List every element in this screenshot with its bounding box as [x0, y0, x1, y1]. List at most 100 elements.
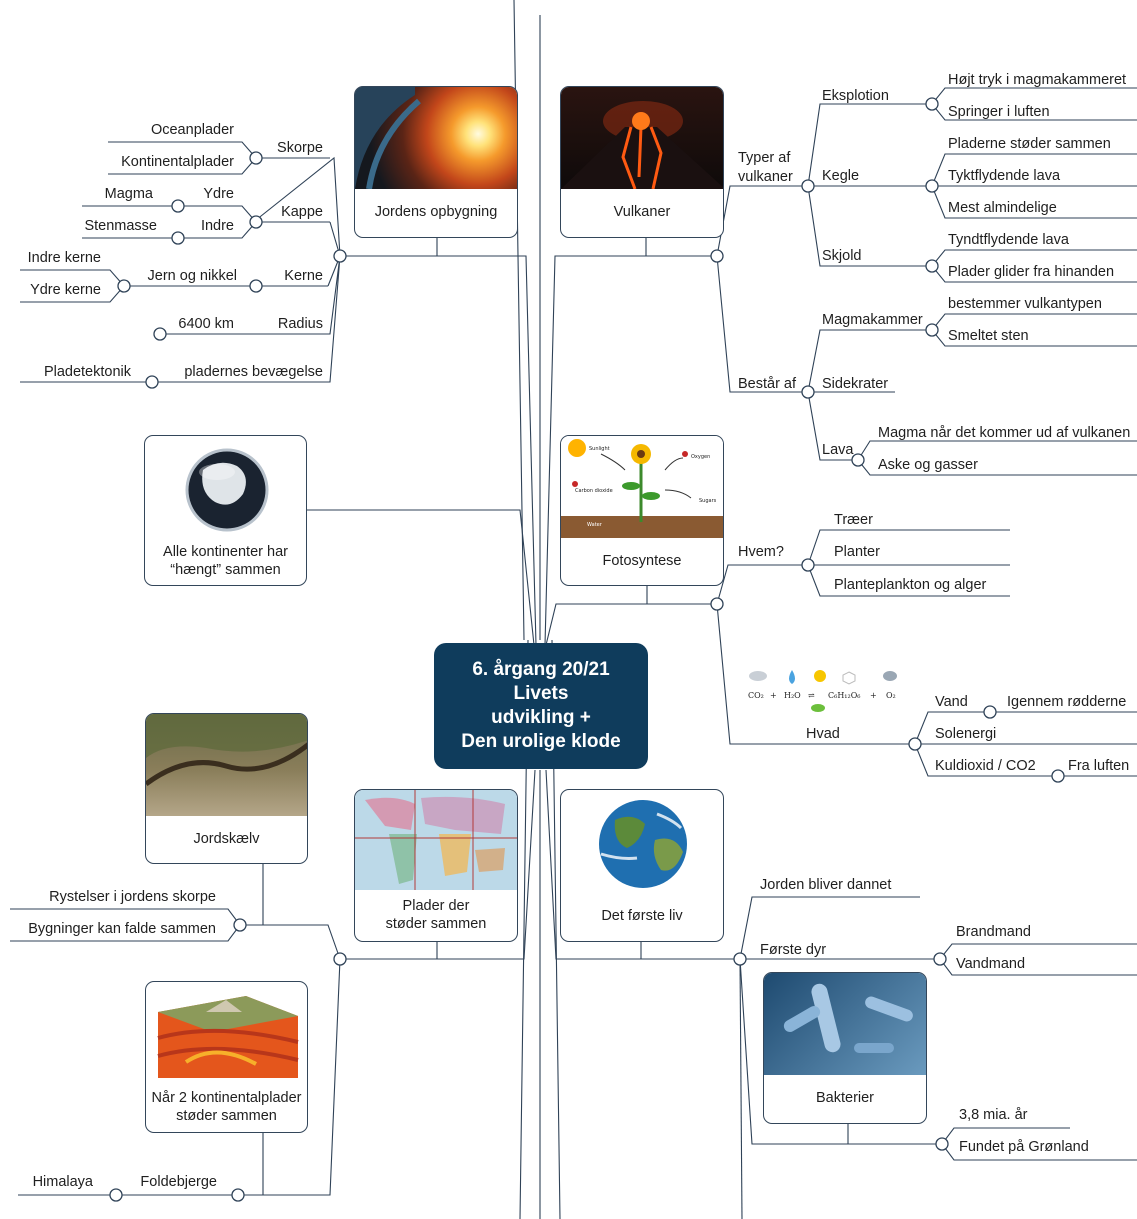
card-bakterier[interactable]: Bakterier [763, 972, 927, 1124]
card-jordens-opbygning[interactable]: Jordens opbygning [354, 86, 518, 238]
label-vand: Vand [935, 694, 968, 710]
label-planter: Planter [834, 544, 880, 560]
junction-node [925, 323, 939, 337]
junction-node [908, 737, 922, 751]
label-magmakammer: Magmakammer [822, 312, 923, 328]
label-mia-aar: 3,8 mia. år [959, 1107, 1028, 1123]
label-magma-naar: Magma når det kommer ud af vulkanen [878, 425, 1131, 441]
label-hvem: Hvem? [738, 544, 784, 560]
junction-node [249, 279, 263, 293]
earthquake-image [146, 714, 307, 816]
label-bestemmer: bestemmer vulkantypen [948, 296, 1102, 312]
central-line-4: Den urolige klode [461, 731, 621, 752]
junction-node [109, 1188, 123, 1202]
label-6400-km: 6400 km [178, 316, 234, 332]
caption-line-1: Plader der [402, 898, 470, 914]
card-caption: Jordskælv [193, 831, 260, 847]
label-indre-kerne: Indre kerne [27, 250, 101, 266]
eq-glucose: C₆H₁₂O₆ [828, 691, 860, 700]
eq-plus-2: + [870, 691, 877, 700]
label-fra-luften: Fra luften [1068, 758, 1130, 774]
label-ydre: Ydre [203, 186, 234, 202]
photo-label-sugars: Sugars [699, 498, 717, 504]
earth-globe-image [561, 790, 723, 892]
label-eksplotion: Eksplotion [822, 88, 889, 104]
junction-node [145, 375, 159, 389]
central-line-2: Livets [513, 683, 569, 704]
label-ydre-kerne: Ydre kerne [30, 282, 101, 298]
junction-node [710, 597, 724, 611]
label-forste-dyr: Første dyr [760, 942, 827, 958]
label-foldebjerge: Foldebjerge [140, 1174, 217, 1190]
volcano-image [561, 87, 723, 190]
card-jordskaelv[interactable]: Jordskælv [145, 713, 308, 864]
junction-node [851, 453, 865, 467]
label-hvad: Hvad [806, 726, 840, 742]
label-jorden-dannet: Jorden bliver dannet [760, 877, 892, 893]
card-caption: Vulkaner [613, 204, 671, 220]
card-plader-stoder[interactable]: Plader der støder sammen [354, 789, 518, 942]
label-hojt-tryk: Højt tryk i magmakammeret [948, 72, 1127, 88]
junction-node [333, 952, 347, 966]
card-caption: Plader der støder sammen [355, 889, 517, 941]
card-vulkaner[interactable]: Vulkaner [560, 86, 724, 238]
label-kontinentalplader: Kontinentalplader [121, 154, 234, 170]
label-radius: Radius [277, 316, 323, 332]
photo-label-sunlight: Sunlight [589, 446, 610, 452]
card-caption: Fotosyntese [602, 553, 682, 569]
caption-line-2: støder sammen [385, 916, 487, 932]
card-caption: Jordens opbygning [374, 204, 498, 220]
label-oceanplader: Oceanplader [150, 122, 234, 138]
label-springer: Springer i luften [948, 104, 1050, 120]
label-pladetektonik: Pladetektonik [43, 364, 131, 380]
label-magma: Magma [104, 186, 153, 202]
card-fotosyntese[interactable]: Sunlight Carbon dioxide Oxygen Sugars Wa… [560, 435, 724, 586]
label-pladernes-bevaegelse: pladernes bevægelse [184, 364, 323, 380]
tectonic-map-image [355, 790, 517, 890]
junction-node [1051, 769, 1065, 783]
label-bygninger: Bygninger kan falde sammen [28, 921, 216, 937]
photosynthesis-equation: CO₂ + H₂O ⇌ C₆H₁₂O₆ + O₂ [742, 668, 912, 718]
photo-label-carbon-dioxide: Carbon dioxide [575, 488, 613, 494]
card-kontinentalplader[interactable]: Når 2 kontinentalplader støder sammen [145, 981, 308, 1133]
label-skjold: Skjold [822, 248, 862, 264]
label-typer-line-2: vulkaner [738, 169, 793, 185]
label-planteplankton: Planteplankton og alger [834, 577, 987, 593]
label-aske-og-gasser: Aske og gasser [878, 457, 978, 473]
photosynthesis-image: Sunlight Carbon dioxide Oxygen Sugars Wa… [561, 436, 723, 538]
junction-node [233, 918, 247, 932]
central-topic[interactable]: 6. årgang 20/21 Livets udvikling + Den u… [434, 643, 648, 769]
eq-co2: CO₂ [748, 691, 764, 700]
label-kuldioxid: Kuldioxid / CO2 [935, 758, 1036, 774]
junction-node [153, 327, 167, 341]
label-plader-glider: Plader glider fra hinanden [948, 264, 1115, 280]
junction-node [925, 97, 939, 111]
label-lava: Lava [822, 442, 854, 458]
label-solenergi: Solenergi [935, 726, 997, 742]
junction-node [933, 952, 947, 966]
label-pladerne-stoder: Pladerne støder sammen [948, 136, 1111, 152]
label-jern-og-nikkel: Jern og nikkel [147, 268, 237, 284]
central-line-3: udvikling + [491, 707, 591, 728]
eq-h2o: H₂O [784, 691, 801, 700]
card-det-forste-liv[interactable]: Det første liv [560, 789, 724, 942]
card-alle-kontinenter[interactable]: Alle kontinenter har “hængt” sammen [144, 435, 307, 586]
label-himalaya: Himalaya [32, 1174, 93, 1190]
label-rystelser: Rystelser i jordens skorpe [49, 889, 216, 905]
mountain-fold-image [146, 982, 307, 1084]
junction-node [733, 952, 747, 966]
junction-node [171, 199, 185, 213]
label-indre: Indre [200, 218, 234, 234]
photo-label-water: Water [587, 522, 603, 528]
bacteria-image [764, 973, 926, 1075]
card-caption: Alle kontinenter har “hængt” sammen [145, 537, 306, 585]
label-bestaar-af: Består af [738, 376, 797, 392]
label-typer-af-vulkaner: Typer af vulkaner [738, 150, 793, 186]
junction-node [801, 558, 815, 572]
label-kegle: Kegle [822, 168, 860, 184]
label-stenmasse: Stenmasse [84, 218, 157, 234]
eq-plus-1: + [770, 691, 777, 700]
junction-node [801, 179, 815, 193]
label-smeltet-sten: Smeltet sten [948, 328, 1029, 344]
